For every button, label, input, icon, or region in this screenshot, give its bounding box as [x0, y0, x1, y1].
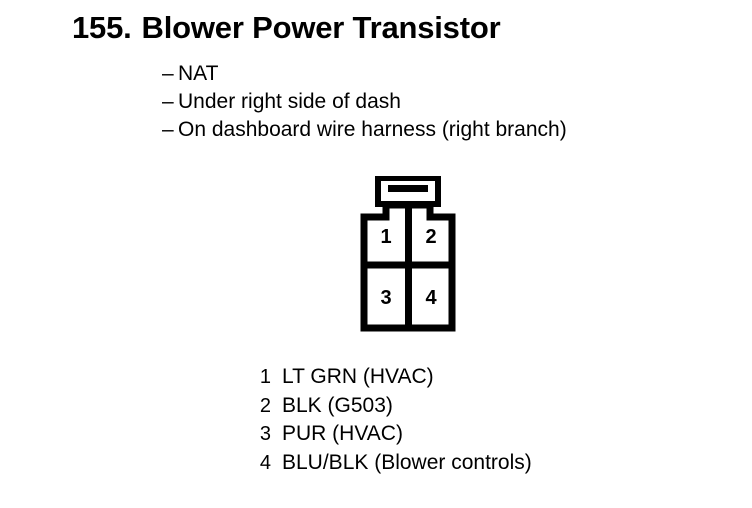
legend-pin-label: PUR (HVAC)	[282, 422, 403, 445]
legend-pin-label: BLK (G503)	[282, 393, 393, 417]
section-title: Blower Power Transistor	[141, 10, 501, 45]
list-item-label: On dashboard wire harness (right branch)	[178, 118, 567, 141]
locking-tab-slot	[388, 185, 428, 192]
list-item: –On dashboard wire harness (right branch…	[162, 116, 567, 144]
pin-legend: 1 LT GRN (HVAC) 2 BLK (G503) 3 PUR (HVAC…	[255, 363, 532, 477]
pin-number-4: 4	[425, 287, 437, 309]
pin-number-3: 3	[380, 287, 391, 309]
legend-row: 2 BLK (G503)	[255, 392, 532, 421]
legend-pin-number: 4	[259, 451, 271, 474]
legend-pin-number: 1	[259, 366, 271, 388]
legend-row: 4 BLU/BLK (Blower controls)	[255, 449, 532, 478]
page-title: 155. Blower Power Transistor	[72, 9, 501, 47]
list-item-label: NAT	[178, 62, 219, 85]
legend-pin-label: LT GRN (HVAC)	[282, 365, 434, 388]
notes-list: –NAT –Under right side of dash –On dashb…	[162, 60, 567, 144]
list-item: –Under right side of dash	[162, 88, 567, 116]
locking-tab-outer	[375, 176, 441, 207]
connector-diagram: 1 2 3 4	[340, 176, 486, 332]
pin-number-2: 2	[425, 226, 436, 248]
locking-tab-icon	[375, 176, 441, 207]
pin-number-1: 1	[380, 226, 391, 248]
legend-pin-number: 2	[259, 394, 271, 417]
legend-row: 1 LT GRN (HVAC)	[255, 363, 532, 392]
dash-marker: –	[162, 90, 174, 113]
legend-pin-label: BLU/BLK (Blower controls)	[282, 450, 532, 474]
section-number: 155.	[72, 10, 132, 45]
dash-marker: –	[162, 118, 174, 141]
legend-pin-number: 3	[259, 423, 271, 445]
list-item-label: Under right side of dash	[178, 90, 401, 113]
dash-marker: –	[162, 62, 174, 85]
legend-row: 3 PUR (HVAC)	[255, 420, 532, 449]
connector-outline-svg: 1 2 3 4	[360, 176, 456, 332]
list-item: –NAT	[162, 60, 567, 88]
